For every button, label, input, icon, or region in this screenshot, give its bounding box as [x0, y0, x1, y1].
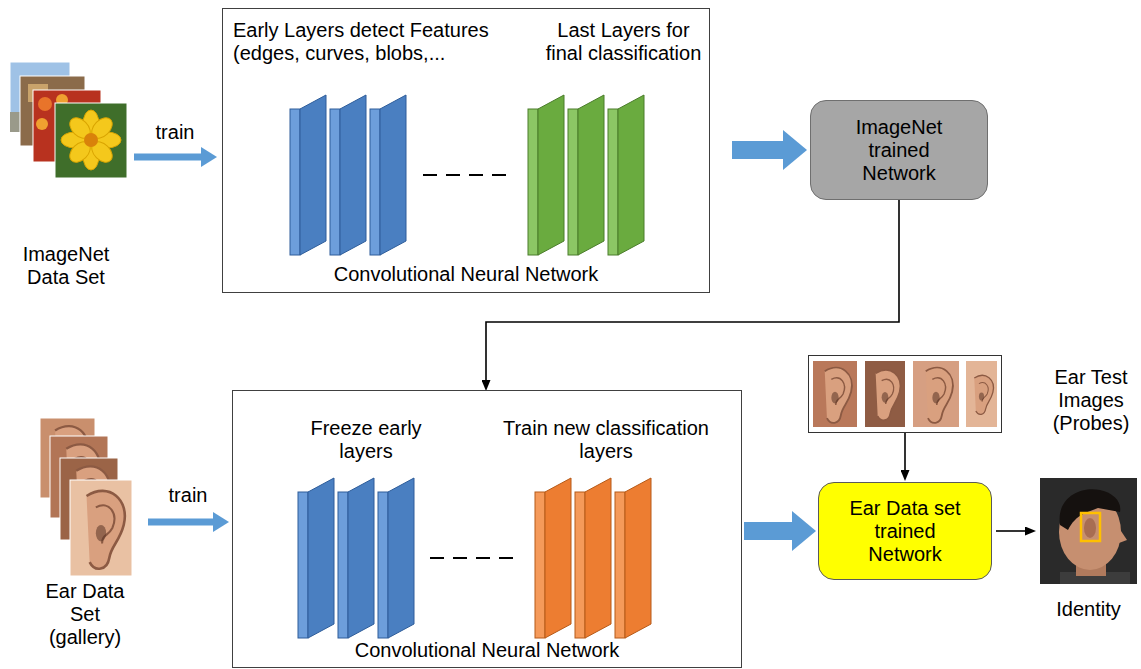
node-label: ImageNet trained Network — [844, 116, 954, 185]
identity-photo — [1119, 528, 1127, 543]
frozen-layer-stack — [340, 95, 366, 255]
frozen-layer-stack — [378, 492, 388, 638]
frozen-layer-stack — [298, 478, 414, 638]
frozen-layer-stack — [338, 492, 348, 638]
ear-probe-photos — [876, 370, 901, 420]
frozen-layer-stack — [330, 109, 340, 255]
classifier-layer-stack — [608, 109, 618, 255]
frozen-layer-stack — [388, 478, 414, 638]
classifier-layer-stack — [618, 95, 644, 255]
ellipsis-dashes — [430, 557, 522, 559]
network-box: Ear Data set trained Network — [818, 482, 992, 580]
edge-label: train — [167, 484, 210, 507]
cnn-frame: Freeze early layers Train new classificat… — [232, 390, 742, 668]
ear-probe-photos — [865, 361, 905, 427]
edge-label: train — [154, 121, 197, 144]
node-label: Convolutional Neural Network — [223, 263, 709, 286]
imagenet-photos — [55, 103, 127, 178]
new-layer-stack — [545, 478, 571, 638]
connector-arrow — [904, 433, 906, 470]
node-label: Ear Data set trained Network — [838, 497, 973, 566]
identity-photo — [1040, 478, 1137, 584]
classifier-layer-stack — [528, 95, 644, 255]
frozen-layer-stack — [348, 478, 374, 638]
identity-photo — [1081, 513, 1100, 541]
ear-gallery-photos — [87, 491, 125, 569]
network-box: ImageNet trained Network — [810, 100, 988, 200]
classifier-layer-stack — [568, 109, 578, 255]
imagenet-photos — [84, 133, 98, 147]
ear-probe-photos — [825, 368, 852, 423]
new-layer-stack — [575, 492, 585, 638]
dataset-images: Ear Data Set (gallery) — [40, 418, 132, 576]
imagenet-photos — [38, 97, 52, 111]
node-label: Ear Test Images (Probes) — [1046, 366, 1136, 435]
node-label: Convolutional Neural Network — [233, 639, 741, 662]
node-label: Freeze early layers — [296, 417, 436, 463]
probe-images: Ear Test Images (Probes) — [808, 355, 1002, 433]
identity-photo — [1040, 478, 1137, 584]
new-layer-stack — [625, 478, 651, 638]
new-layer-stack — [585, 478, 611, 638]
new-layer-stack — [615, 492, 625, 638]
connector-arrow — [486, 200, 899, 380]
node-label: ImageNet Data Set — [16, 243, 116, 289]
ear-probe-photos — [974, 375, 993, 414]
new-layer-stack — [535, 478, 651, 638]
frozen-layer-stack — [290, 109, 300, 255]
connector-arrow — [148, 519, 213, 526]
frozen-layer-stack — [298, 492, 308, 638]
ear-probe-photos — [926, 368, 953, 423]
ellipsis-dashes — [423, 174, 515, 176]
ear-probe-photos — [913, 361, 959, 427]
frozen-layer-stack — [290, 95, 406, 255]
new-layer-stack — [535, 492, 545, 638]
imagenet-photos — [10, 62, 127, 178]
connector-arrow — [996, 530, 1025, 532]
frozen-layer-stack — [370, 109, 380, 255]
imagenet-photos — [36, 118, 48, 130]
node-label: Ear Data Set (gallery) — [40, 580, 130, 649]
ear-probe-photos — [966, 361, 997, 427]
connector-arrow — [134, 154, 201, 161]
ear-gallery-photos — [70, 480, 132, 576]
ear-probe-photos — [813, 361, 997, 427]
cnn-frame: Early Layers detect Features (edges, cur… — [222, 8, 710, 293]
dataset-images: ImageNet Data Set — [8, 60, 130, 180]
ear-probe-photos — [813, 361, 857, 427]
node-label: Early Layers detect Features (edges, cur… — [233, 19, 508, 65]
classifier-layer-stack — [578, 95, 604, 255]
ear-gallery-photos — [40, 418, 132, 576]
classifier-layer-stack — [528, 109, 538, 255]
edge-label-holder: train — [167, 484, 210, 507]
node-label: Train new classification layers — [496, 417, 716, 463]
identity-photo — [1084, 518, 1096, 538]
frozen-layer-stack — [308, 478, 334, 638]
connector-arrow — [744, 522, 792, 540]
frozen-layer-stack — [380, 95, 406, 255]
identity-photo: Identity — [1040, 478, 1137, 584]
node-label: Identity — [1040, 598, 1137, 621]
node-label: Last Layers for final classification — [541, 19, 706, 65]
frozen-layer-stack — [300, 95, 326, 255]
classifier-layer-stack — [538, 95, 564, 255]
edge-label-holder: train — [154, 121, 197, 144]
connector-arrow — [732, 141, 783, 159]
